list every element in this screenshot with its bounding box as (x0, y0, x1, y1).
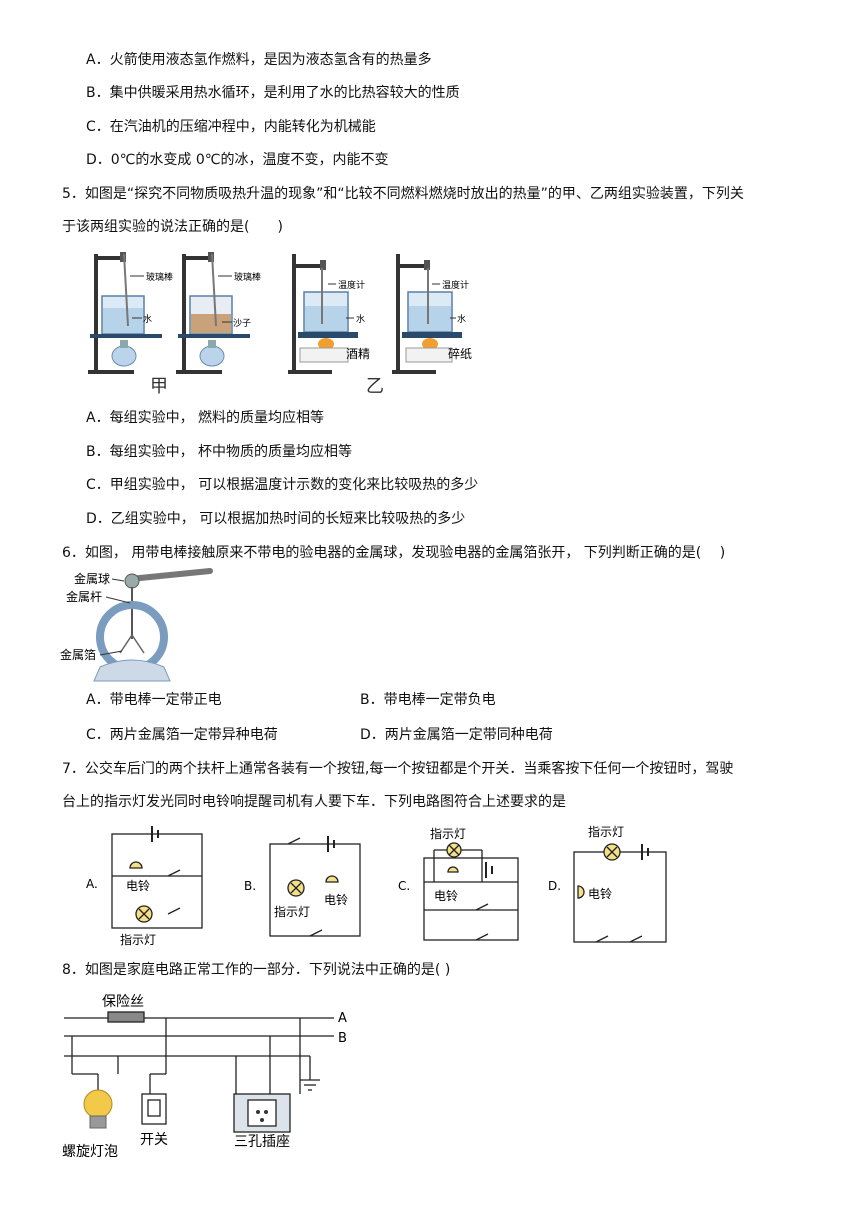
q7-circuit-c (423, 842, 519, 941)
q6-label-rod: 金属杆 (66, 589, 102, 604)
q6-option-c: C．两片金属箔一定带异种电荷 (86, 727, 278, 743)
q7-stem-line2: 台上的指示灯发光同时电铃响提醒司机有人要下车．下列电路图符合上述要求的是 (62, 794, 566, 810)
q5-label-thermometer-2: 温度计 (442, 279, 469, 291)
q5-setup-paper-burning: 温度计 水 碎纸 (392, 254, 472, 374)
q7-circuit-d (573, 843, 667, 943)
q7-a-label-bell: 电铃 (126, 878, 150, 893)
q4-option-c: C．在汽油机的压缩冲程中，内能转化为机械能 (86, 119, 376, 135)
q6-figure-electroscope: 金属球 金属杆 金属箔 (60, 568, 213, 682)
q8-label-switch: 开关 (140, 1132, 168, 1148)
q5-setup-alcohol-burning: 温度计 水 酒精 (288, 254, 370, 374)
q5-label-glass-rod-1: 玻璃棒 (146, 271, 173, 283)
q5-setup-water-stirring: 玻璃棒 水 (88, 252, 173, 374)
q6-option-a: A．带电棒一定带正电 (86, 692, 222, 708)
q7-a-label-lamp: 指示灯 (120, 932, 156, 947)
q7-c-label-bell: 电铃 (434, 888, 458, 903)
q6-option-b: B．带电棒一定带负电 (360, 692, 496, 708)
q7-letter-d: D. (548, 879, 561, 893)
q5-figure: 玻璃棒 水 玻璃棒 沙子 温度计 水 酒精 (88, 252, 472, 397)
q4-option-d: D．0℃的水变成 0℃的冰，温度不变，内能不变 (86, 152, 389, 168)
q7-c-label-lamp: 指示灯 (430, 826, 466, 841)
q4-option-b: B．集中供暖采用热水循环，是利用了水的比热容较大的性质 (86, 85, 460, 101)
q7-d-label-lamp: 指示灯 (588, 824, 624, 839)
q6-stem: 6．如图， 用带电棒接触原来不带电的验电器的金属球，发现验电器的金属箔张开， 下… (62, 545, 726, 561)
q5-label-water-2: 水 (356, 313, 365, 325)
q6-option-d: D．两片金属箔一定带同种电荷 (360, 727, 553, 743)
q5-label-group-jia: 甲 (150, 376, 168, 397)
q7-letter-b: B. (244, 879, 256, 893)
q5-label-sand: 沙子 (233, 318, 251, 329)
q5-label-water-1: 水 (143, 313, 152, 325)
q7-d-label-bell: 电铃 (588, 886, 612, 901)
q7-circuit-a (111, 826, 203, 929)
q5-label-paper: 碎纸 (448, 346, 472, 361)
q5-label-thermometer-1: 温度计 (338, 279, 365, 291)
q7-b-label-bell: 电铃 (324, 892, 348, 907)
q5-option-b: B．每组实验中， 杯中物质的质量均应相等 (86, 444, 353, 460)
q7-figure-circuits: A. 电铃 指示灯 B. 指示灯 电铃 C. 指示灯 电铃 (86, 824, 667, 947)
q5-stem-line2: 于该两组实验的说法正确的是( ) (62, 219, 283, 235)
q5-label-glass-rod-2: 玻璃棒 (234, 271, 261, 283)
q5-option-c: C．甲组实验中， 可以根据温度计示数的变化来比较吸热的多少 (86, 477, 479, 493)
q5-setup-sand-stirring: 玻璃棒 沙子 (176, 252, 261, 374)
q8-label-line-b: B (338, 1031, 347, 1046)
q5-label-group-yi: 乙 (366, 376, 384, 397)
q7-b-label-lamp: 指示灯 (274, 904, 310, 919)
q5-label-water-3: 水 (457, 313, 466, 325)
q6-label-ball: 金属球 (74, 571, 110, 586)
q7-letter-c: C. (398, 879, 410, 893)
q5-stem-line1: 5．如图是“探究不同物质吸热升温的现象”和“比较不同燃料燃烧时放出的热量”的甲、… (62, 186, 744, 202)
q8-stem: 8．如图是家庭电路正常工作的一部分．下列说法中正确的是( ) (62, 962, 451, 978)
q7-circuit-b (269, 836, 361, 937)
q8-figure-household-circuit: 保险丝 A B 螺旋灯泡 开关 三孔插座 (62, 994, 347, 1160)
q8-label-socket: 三孔插座 (234, 1134, 290, 1150)
q7-stem-line1: 7．公交车后门的两个扶杆上通常各装有一个按钮,每一个按钮都是个开关．当乘客按下任… (62, 761, 734, 777)
q4-option-a: A．火箭使用液态氢作燃料，是因为液态氢含有的热量多 (86, 52, 432, 68)
q7-letter-a: A. (86, 877, 98, 891)
q5-option-d: D．乙组实验中， 可以根据加热时间的长短来比较吸热的多少 (86, 511, 466, 527)
q8-label-bulb: 螺旋灯泡 (62, 1144, 118, 1160)
q8-label-line-a: A (338, 1011, 347, 1026)
q8-label-fuse: 保险丝 (102, 994, 144, 1010)
q6-label-foil: 金属箔 (60, 647, 96, 662)
q5-option-a: A．每组实验中， 燃料的质量均应相等 (86, 410, 325, 426)
q5-label-alcohol: 酒精 (346, 347, 370, 361)
